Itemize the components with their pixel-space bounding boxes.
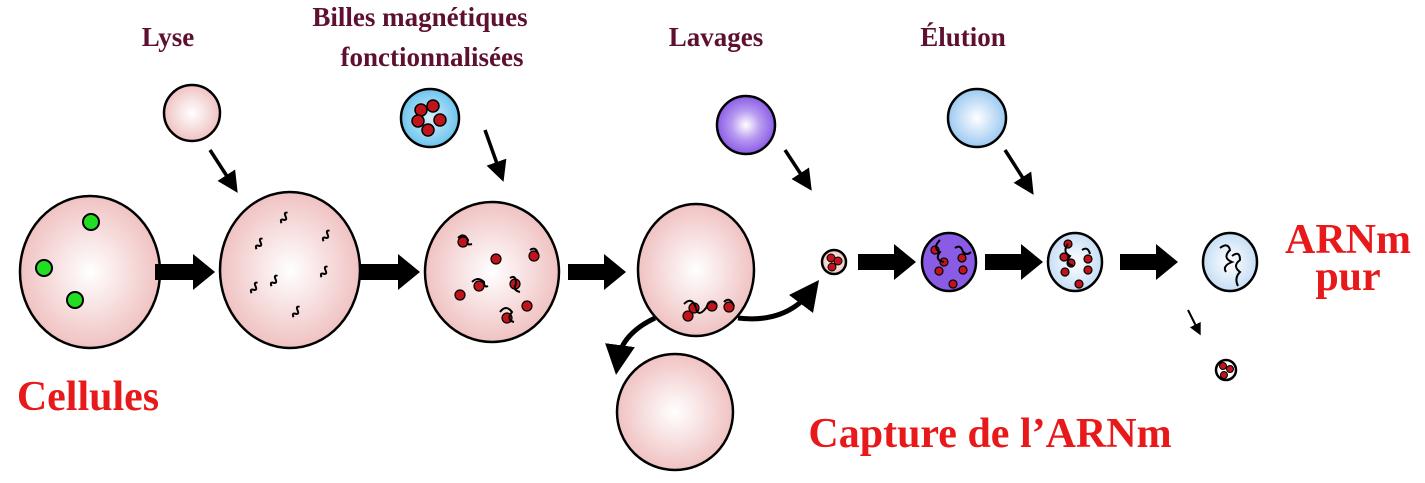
lysed-cell xyxy=(218,190,362,350)
magnetic-beads-drop xyxy=(399,87,461,149)
step-label-washes: Lavages xyxy=(669,22,764,52)
discarded-lysate xyxy=(615,352,735,472)
process-arrows xyxy=(155,244,1178,290)
discard-curved-arrow xyxy=(605,315,657,375)
step-label-lysis: Lyse xyxy=(142,22,195,52)
label-cells: Cellules xyxy=(17,374,159,420)
bead-pellet xyxy=(820,248,848,276)
cell-with-beads xyxy=(423,200,561,344)
captured-mrna-cell xyxy=(636,202,756,338)
label-pure-mrna-2: pur xyxy=(1315,254,1380,300)
step-label-elution: Élution xyxy=(920,22,1006,52)
step-label-beads-2: fonctionnalisées xyxy=(340,42,523,72)
pure-mrna-tube xyxy=(1201,231,1259,293)
lysis-buffer-drop xyxy=(162,83,222,143)
capture-curved-arrow xyxy=(737,280,820,322)
elution-buffer-drop xyxy=(946,87,1008,149)
label-pure-mrna-1: ARNm xyxy=(1285,217,1411,263)
recovered-beads xyxy=(1214,358,1238,382)
addition-arrows xyxy=(208,129,1201,336)
intact-cell xyxy=(18,194,162,350)
beads-in-wash xyxy=(920,231,978,293)
wash-buffer-drop xyxy=(715,94,777,156)
label-capture: Capture de l’ARNm xyxy=(808,411,1171,457)
step-label-beads-1: Billes magnétiques xyxy=(312,2,527,32)
beads-in-elution xyxy=(1046,231,1104,293)
